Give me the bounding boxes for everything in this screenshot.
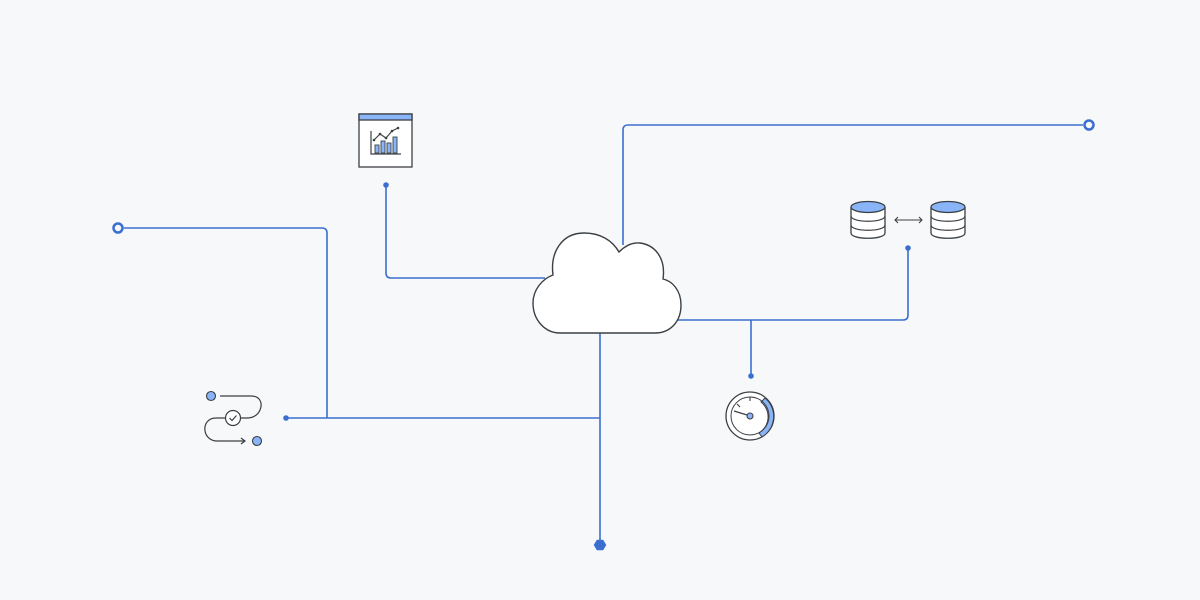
database-right-icon — [930, 200, 966, 239]
dot-dashboard — [383, 182, 389, 188]
dot-gauge — [748, 373, 754, 379]
connector-dots — [283, 182, 911, 421]
workflow-check-icon[interactable] — [204, 390, 263, 447]
database-replication-icon[interactable] — [850, 200, 966, 239]
top-right-endpoint-ring[interactable] — [1083, 119, 1095, 131]
connectors — [124, 124, 1083, 540]
bar-chart-dashboard-icon[interactable] — [358, 113, 413, 168]
dot-database — [905, 245, 911, 251]
dot-workflow — [283, 415, 289, 421]
cloud-icon[interactable] — [532, 232, 682, 334]
connector-top-right — [622, 124, 1083, 245]
speedometer-gauge-icon[interactable] — [725, 391, 775, 441]
database-left-icon — [850, 200, 886, 239]
connector-left-endpoint — [124, 227, 328, 418]
left-endpoint-ring[interactable] — [112, 222, 124, 234]
bottom-endpoint-hexagon[interactable] — [593, 539, 607, 551]
connector-dashboard — [385, 185, 545, 279]
double-arrow-icon — [894, 216, 923, 224]
connector-database — [676, 248, 909, 321]
